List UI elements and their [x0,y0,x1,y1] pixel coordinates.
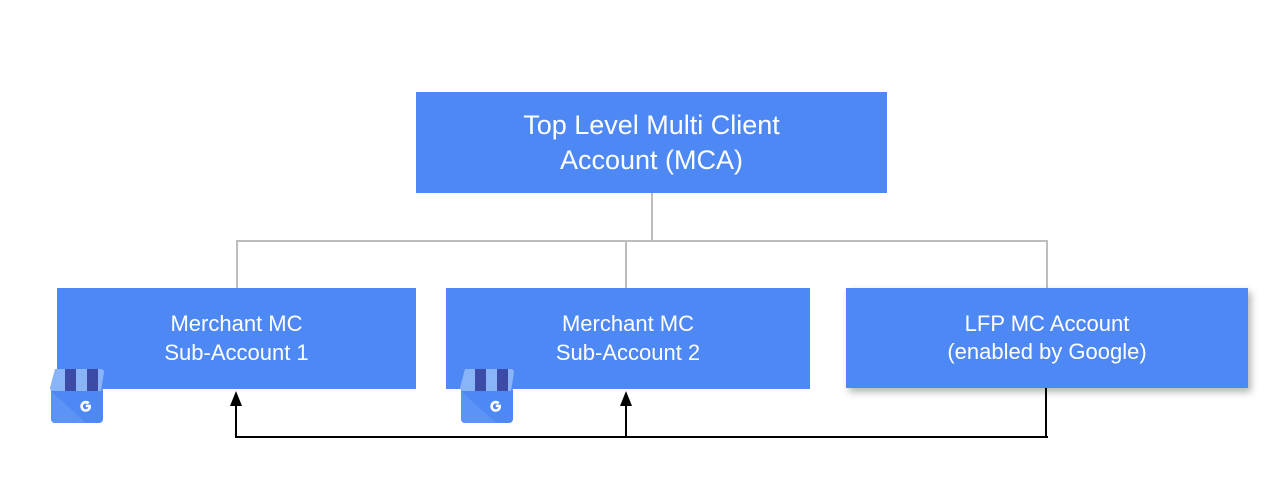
feedback-line-from-lfp [1045,388,1047,438]
feedback-arrowhead-sub1 [230,391,242,406]
feedback-arrowhead-sub2 [620,391,632,406]
node-mca-line2: Account (MCA) [559,144,744,175]
node-top-level-mca[interactable]: Top Level Multi Client Account (MCA) [416,92,887,193]
connector-drop-sub2 [625,240,627,290]
connector-drop-lfp [1046,240,1048,290]
node-sub1-line2: Sub-Account 1 [164,339,309,365]
connector-drop-sub1 [236,240,238,290]
node-sub2-line1: Merchant MC [561,311,695,337]
feedback-arrow-shaft-sub1 [235,404,237,438]
node-sub2-line2: Sub-Account 2 [555,339,701,365]
node-lfp-mc-account[interactable]: LFP MC Account (enabled by Google) [846,288,1248,388]
node-merchant-sub-account-1[interactable]: Merchant MC Sub-Account 1 [57,288,416,389]
google-my-business-storefront-icon [42,367,112,425]
connector-mca-stem [651,193,653,242]
connector-horizontal-bus [236,240,1048,242]
node-sub1-line1: Merchant MC [170,311,303,337]
feedback-arrow-shaft-sub2 [625,404,627,438]
node-lfp-line1: LFP MC Account [964,310,1130,336]
node-lfp-line2: (enabled by Google) [947,339,1147,364]
node-mca-line1: Top Level Multi Client [523,109,780,140]
google-my-business-storefront-icon [452,367,522,425]
feedback-line-horizontal [235,436,1048,438]
